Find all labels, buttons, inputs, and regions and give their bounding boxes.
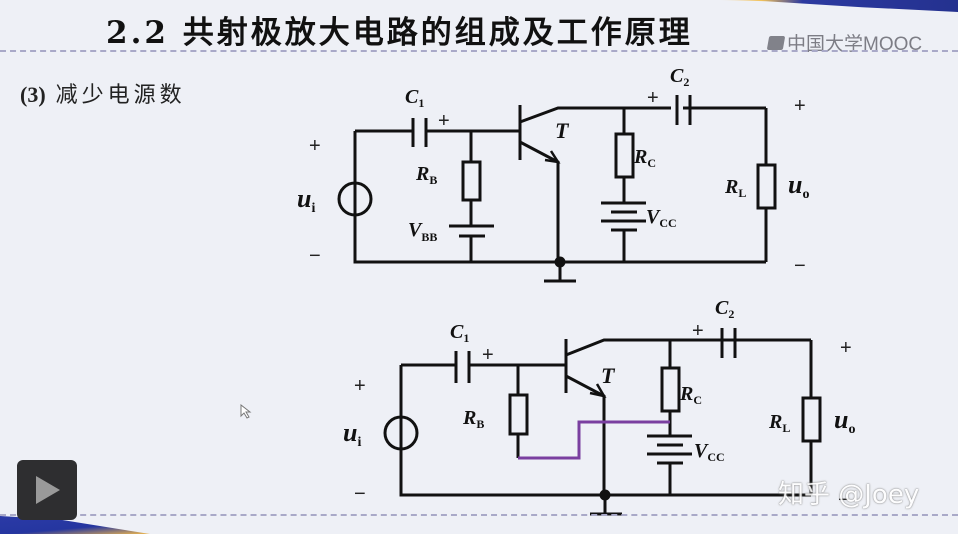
- ui-plus-sign: +: [309, 135, 321, 157]
- label-vcc: VCC: [646, 206, 677, 230]
- divider-bottom: [0, 514, 958, 516]
- label-rc: RC: [679, 383, 702, 407]
- resistor-rc: [660, 366, 681, 413]
- wire: [353, 214, 766, 264]
- label-vbb: VBB: [408, 219, 437, 244]
- ui-minus-sign: −: [354, 483, 366, 505]
- label-c2: C2: [670, 65, 689, 89]
- mooc-watermark-text: 中国大学MOOC: [787, 34, 923, 55]
- section-number: (3): [20, 82, 46, 107]
- play-button[interactable]: [17, 460, 77, 520]
- section-title: 减少电源数: [55, 83, 186, 108]
- emitter-arrow: [589, 383, 607, 398]
- label-c2: C2: [715, 297, 734, 321]
- c2-plus-sign: +: [692, 320, 704, 342]
- label-rl: RL: [724, 176, 746, 200]
- label-c1: C1: [450, 321, 469, 345]
- ui-plus-sign: +: [354, 375, 366, 397]
- label-vcc: VCC: [694, 440, 725, 464]
- uo-minus-sign: −: [794, 255, 806, 277]
- c1-plus-sign: +: [438, 110, 450, 132]
- label-ui: ui: [343, 418, 361, 450]
- mouse-cursor-icon: [240, 404, 252, 419]
- transistor-collector: [565, 338, 811, 357]
- uo-plus-sign: +: [840, 337, 852, 359]
- zhihu-watermark: 知乎 @Joey: [778, 480, 920, 510]
- ui-minus-sign: −: [309, 245, 321, 267]
- label-rb: RB: [415, 163, 437, 187]
- uo-plus-sign: +: [794, 95, 806, 117]
- label-uo: uo: [834, 405, 855, 437]
- resistor-rb: [461, 160, 482, 202]
- highlight-wire-rb-to-vcc: [518, 420, 670, 460]
- circuit-top: [337, 95, 777, 283]
- c2-plus-sign: +: [647, 87, 659, 109]
- play-icon: [36, 476, 60, 504]
- resistor-rl: [756, 163, 777, 210]
- label-ui: ui: [297, 184, 315, 216]
- label-transistor: T: [601, 363, 616, 388]
- c1-plus-sign: +: [482, 344, 494, 366]
- transistor-collector: [519, 106, 766, 124]
- circuit-top-labels: C1 + + − ui RB VBB T RC VCC C2 + RL uo +…: [297, 65, 809, 277]
- slide-title: 2.2 共射极放大电路的组成及工作原理: [106, 15, 693, 51]
- circuit-bottom-labels: C1 + + − ui RB T RC VCC C2 + RL uo + −: [343, 297, 855, 511]
- mooc-watermark: 中国大学MOOC: [766, 29, 923, 56]
- label-rl: RL: [768, 411, 790, 435]
- resistor-rl: [801, 396, 822, 443]
- label-transistor: T: [555, 118, 570, 143]
- resistor-rb: [508, 393, 529, 436]
- emitter-arrow: [544, 150, 561, 164]
- section-heading: (3) 减少电源数: [20, 77, 186, 109]
- resistor-rc: [614, 132, 635, 179]
- label-rb: RB: [462, 407, 484, 431]
- wire: [399, 448, 811, 497]
- label-rc: RC: [633, 146, 656, 170]
- svg-text:C1: C1: [405, 86, 424, 110]
- label-uo: uo: [788, 170, 809, 202]
- uo-minus-sign: −: [838, 489, 850, 511]
- divider-top: [0, 50, 958, 52]
